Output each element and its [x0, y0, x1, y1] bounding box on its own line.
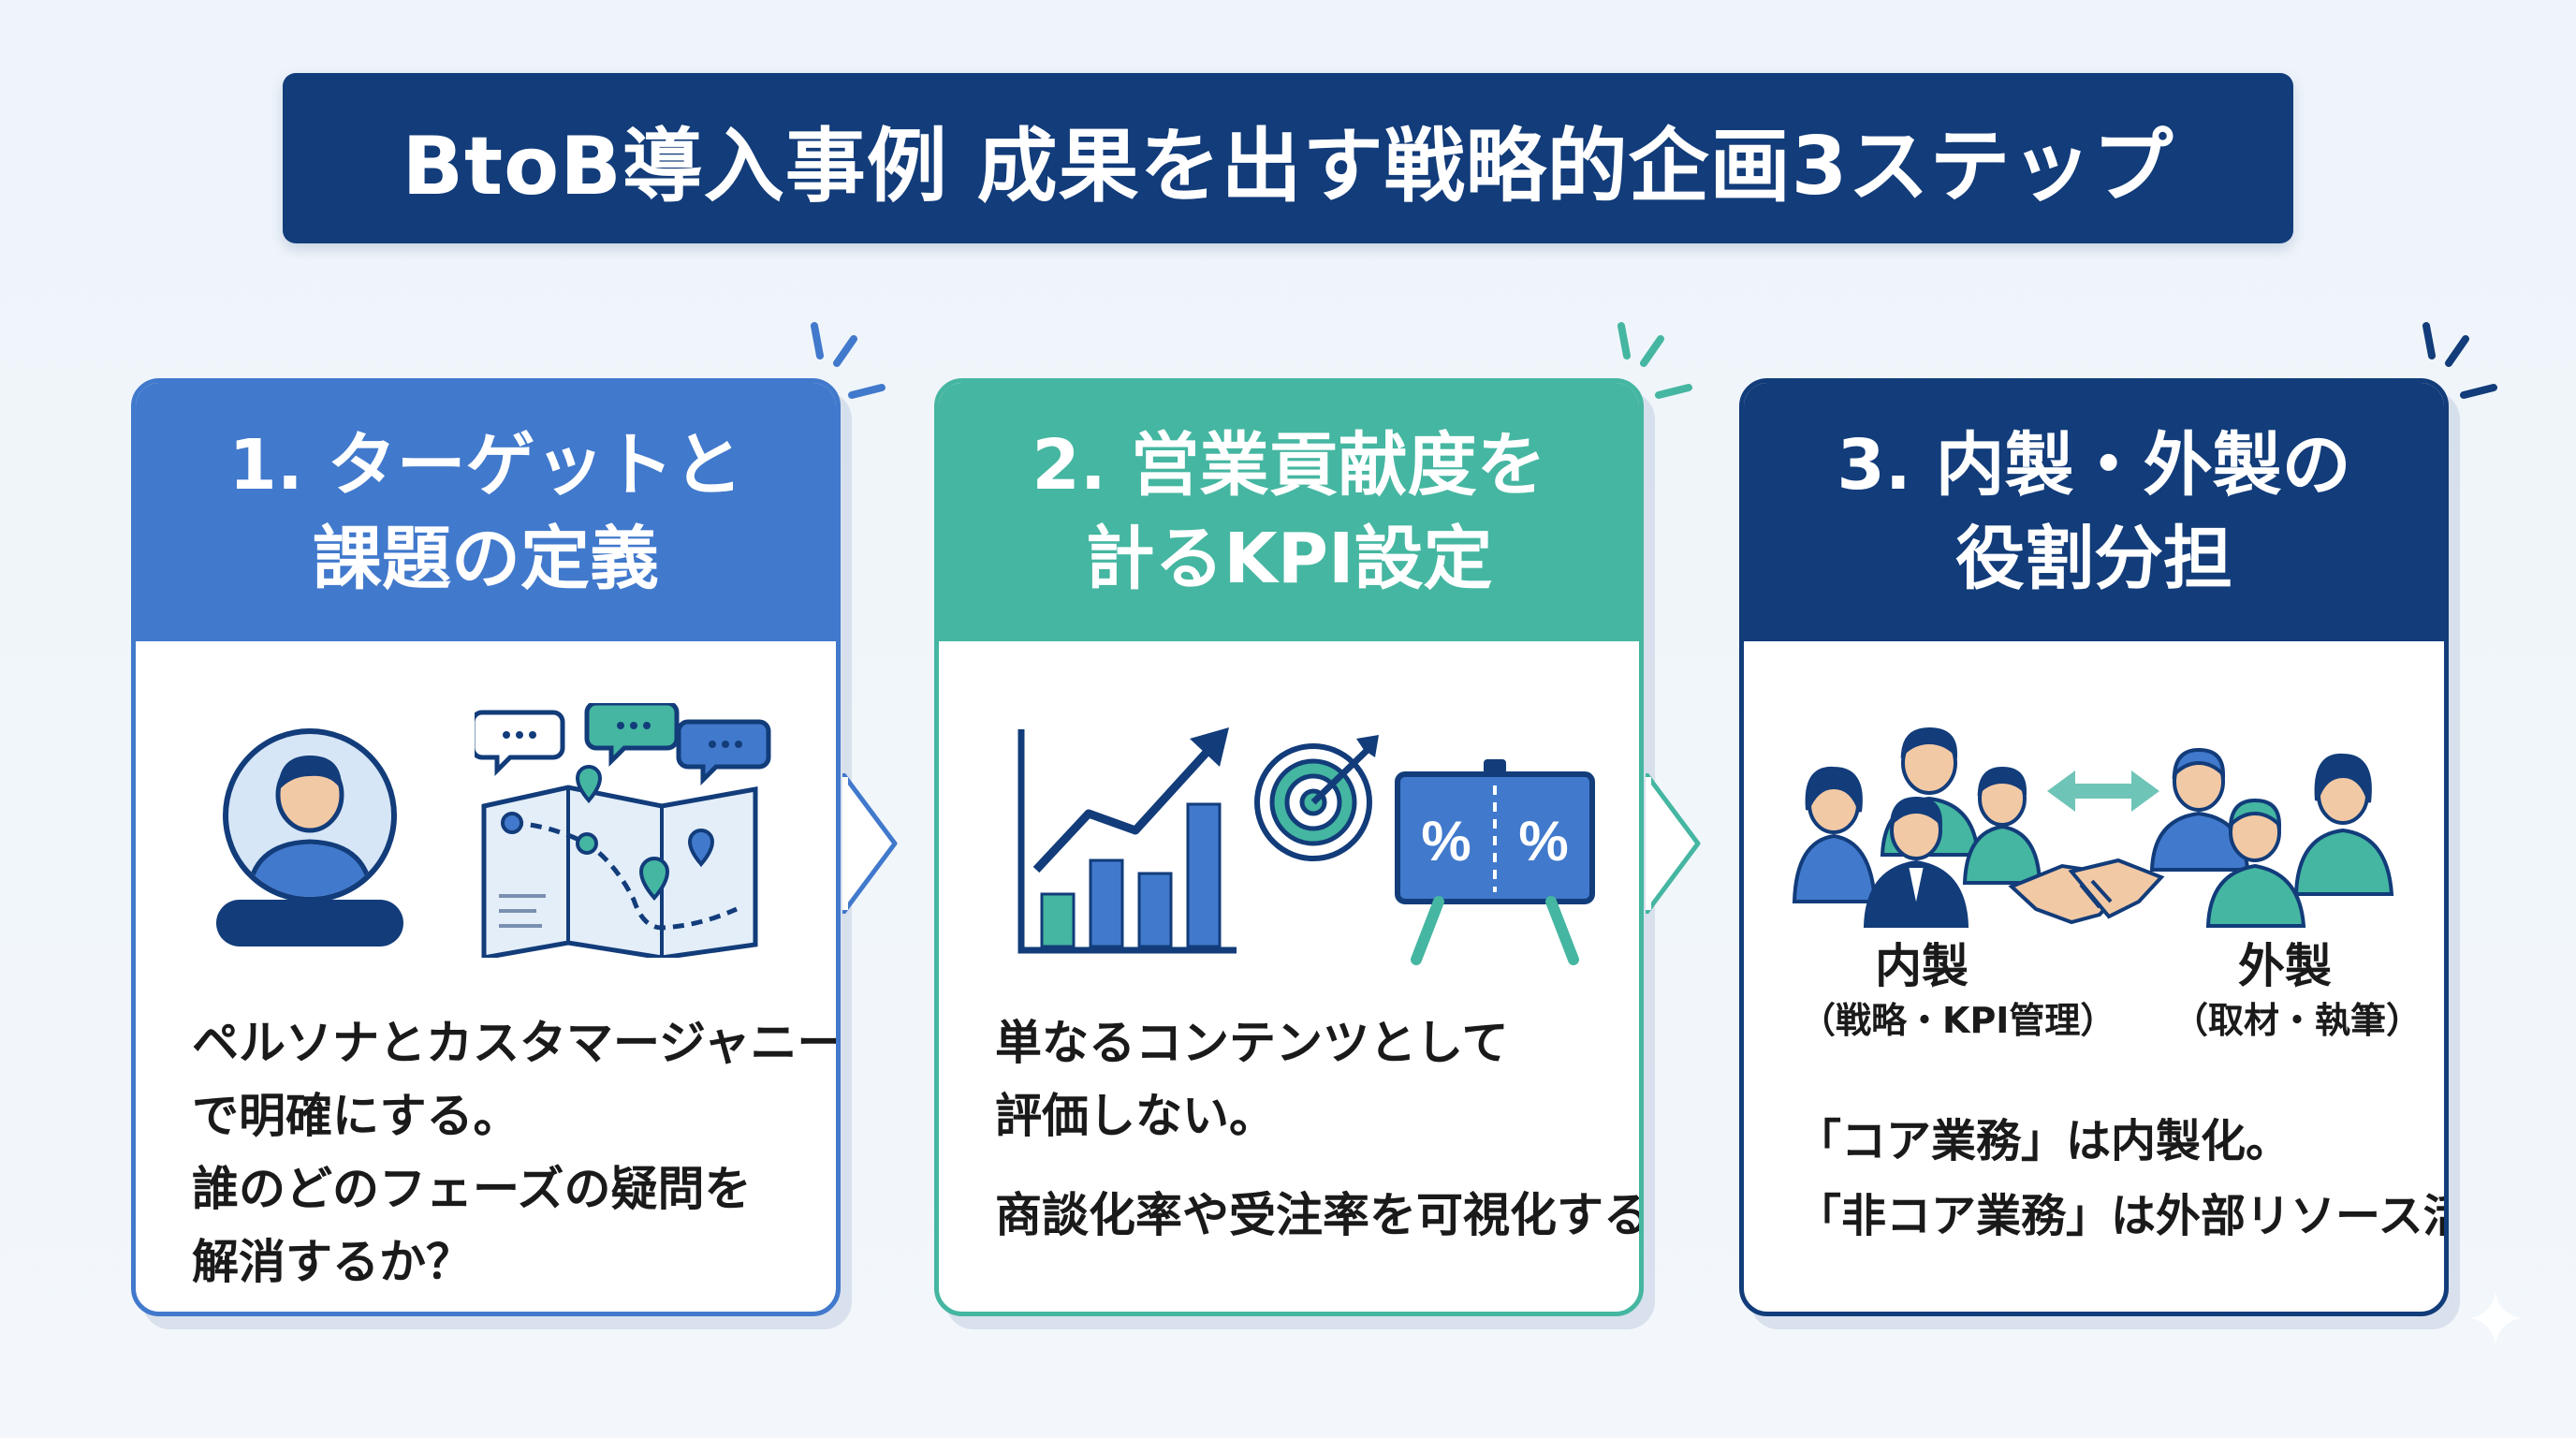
- persona-icon: [216, 728, 403, 946]
- team-collaboration-illustration: [1792, 726, 2394, 928]
- step-3-text-line: 「非コア業務」は外部リソース活用。: [1796, 1190, 2444, 1242]
- accent-burst-icon: [811, 322, 886, 399]
- step-2-text-line: 評価しない。: [995, 1089, 1276, 1143]
- accent-burst-icon: [2422, 322, 2497, 399]
- step-1-description: ペルソナとカスタマージャニー で明確にする。 誰のどのフェーズの疑問を 解消する…: [192, 1006, 841, 1299]
- inhouse-label-sub: （戦略・KPI管理）: [1800, 1000, 2116, 1041]
- page-title: BtoB導入事例 成果を出す戦略的企画3ステップ: [402, 119, 2174, 213]
- step-2-heading-line: 計るKPI設定: [1085, 519, 1493, 599]
- target-icon: [1254, 735, 1379, 861]
- step-card-1: 1. ターゲットと 課題の定義: [131, 378, 841, 1316]
- handshake-icon: [2008, 858, 2165, 925]
- step-1-text-line: 誰のどのフェーズの疑問を: [192, 1162, 752, 1216]
- next-step-arrow-icon: [1646, 773, 1701, 914]
- step-3-text-line: 「コア業務」は内製化。: [1796, 1115, 2291, 1167]
- outsource-label: 外製 （取材・執筆）: [2173, 937, 2422, 1046]
- step-3-heading-line: 役割分担: [1955, 519, 2232, 599]
- accent-burst-icon: [1617, 322, 1692, 399]
- title-banner: BtoB導入事例 成果を出す戦略的企画3ステップ: [283, 73, 2293, 243]
- step-2-text-line: 単なるコンテンツとして: [995, 1016, 1509, 1070]
- svg-text:%: %: [1518, 810, 1568, 873]
- percentage-board-icon: % %: [1395, 759, 1595, 965]
- step-3-heading: 3. 内製・外製の 役割分担: [1744, 383, 2444, 641]
- step-card-3: 3. 内製・外製の 役割分担: [1739, 378, 2449, 1316]
- step-1-heading: 1. ターゲットと 課題の定義: [136, 383, 836, 641]
- step-3-heading-line: 3. 内製・外製の: [1837, 425, 2351, 506]
- svg-text:%: %: [1421, 810, 1471, 873]
- step-1-text-line: ペルソナとカスタマージャニー: [192, 1016, 841, 1070]
- exchange-arrow-icon: [2047, 770, 2159, 812]
- next-step-arrow-icon: [842, 773, 898, 914]
- step-card-2: 2. 営業貢献度を 計るKPI設定 % % 単なるコンテンツとして 評価しない。…: [934, 378, 1644, 1316]
- inhouse-label: 内製 （戦略・KPI管理）: [1800, 937, 2116, 1046]
- outsource-label-title: 外製: [2238, 939, 2332, 993]
- step-2-heading-line: 2. 営業貢献度を: [1032, 425, 1546, 506]
- step-1-text-line: で明確にする。: [192, 1089, 520, 1143]
- customer-journey-map-icon: [475, 703, 771, 958]
- step-1-text-line: 解消するか？: [192, 1235, 473, 1289]
- outsource-label-sub: （取材・執筆）: [2173, 1000, 2422, 1041]
- step-2-description: 単なるコンテンツとして 評価しない。 商談化率や受注率を可視化する。: [995, 1006, 1644, 1252]
- inhouse-label-title: 内製: [1875, 939, 1969, 993]
- sparkle-icon: [2469, 1292, 2522, 1344]
- outsource-team-icon: [2149, 747, 2394, 928]
- step-3-description: 「コア業務」は内製化。 「非コア業務」は外部リソース活用。: [1796, 1104, 2444, 1254]
- step-1-heading-line: 1. ターゲットと: [228, 425, 743, 506]
- step-2-text-line: 商談化率や受注率を可視化する。: [995, 1188, 1644, 1242]
- step-2-heading: 2. 営業貢献度を 計るKPI設定: [939, 383, 1639, 641]
- step-1-heading-line: 課題の定義: [313, 519, 659, 599]
- growth-chart-icon: [1017, 727, 1237, 954]
- inhouse-team-icon: [1792, 726, 2042, 928]
